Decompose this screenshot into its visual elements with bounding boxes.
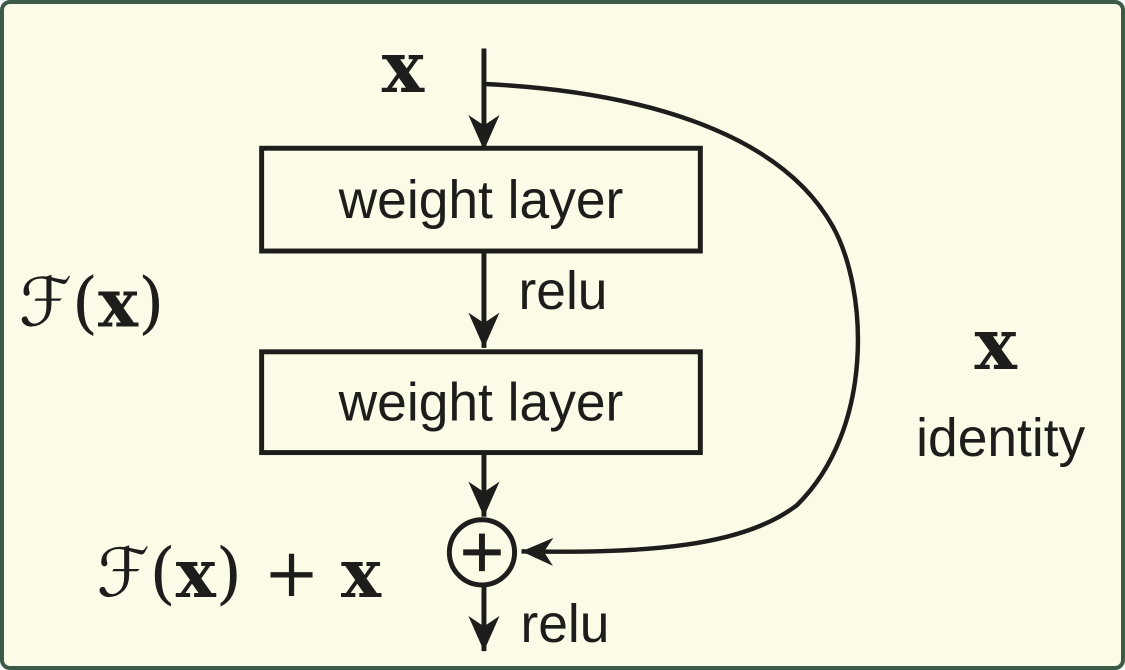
sum-open: ℱ( [97, 534, 176, 612]
f-of-x-plus-x-label: ℱ(x) + x [97, 534, 382, 613]
identity-x-label: x [975, 302, 1018, 386]
weight-layer-2-label: weight layer [338, 374, 624, 433]
sum-arg2: x [341, 534, 382, 613]
relu-mid-label: relu [519, 262, 608, 321]
f-of-x-arg: x [98, 263, 139, 342]
weight-layer-2-box [259, 349, 703, 456]
weight-layer-1-label: weight layer [338, 171, 624, 230]
f-of-x-label: ℱ(x) [19, 263, 164, 342]
sum-arg: x [176, 534, 217, 613]
diagram-canvas: weight layer relu weight layer relu x ℱ(… [19, 25, 1085, 654]
identity-skip-connection-curve [484, 81, 861, 566]
f-of-x-open: ℱ( [19, 263, 98, 341]
plus-in-circle-icon [446, 517, 518, 588]
identity-label: identity [916, 409, 1085, 468]
sum-mid: ) + [216, 534, 341, 612]
weight-layer-1-box [259, 145, 703, 254]
input-x-label: x [382, 25, 425, 109]
relu-out-label: relu [520, 595, 609, 654]
f-of-x-close: ) [138, 263, 164, 341]
